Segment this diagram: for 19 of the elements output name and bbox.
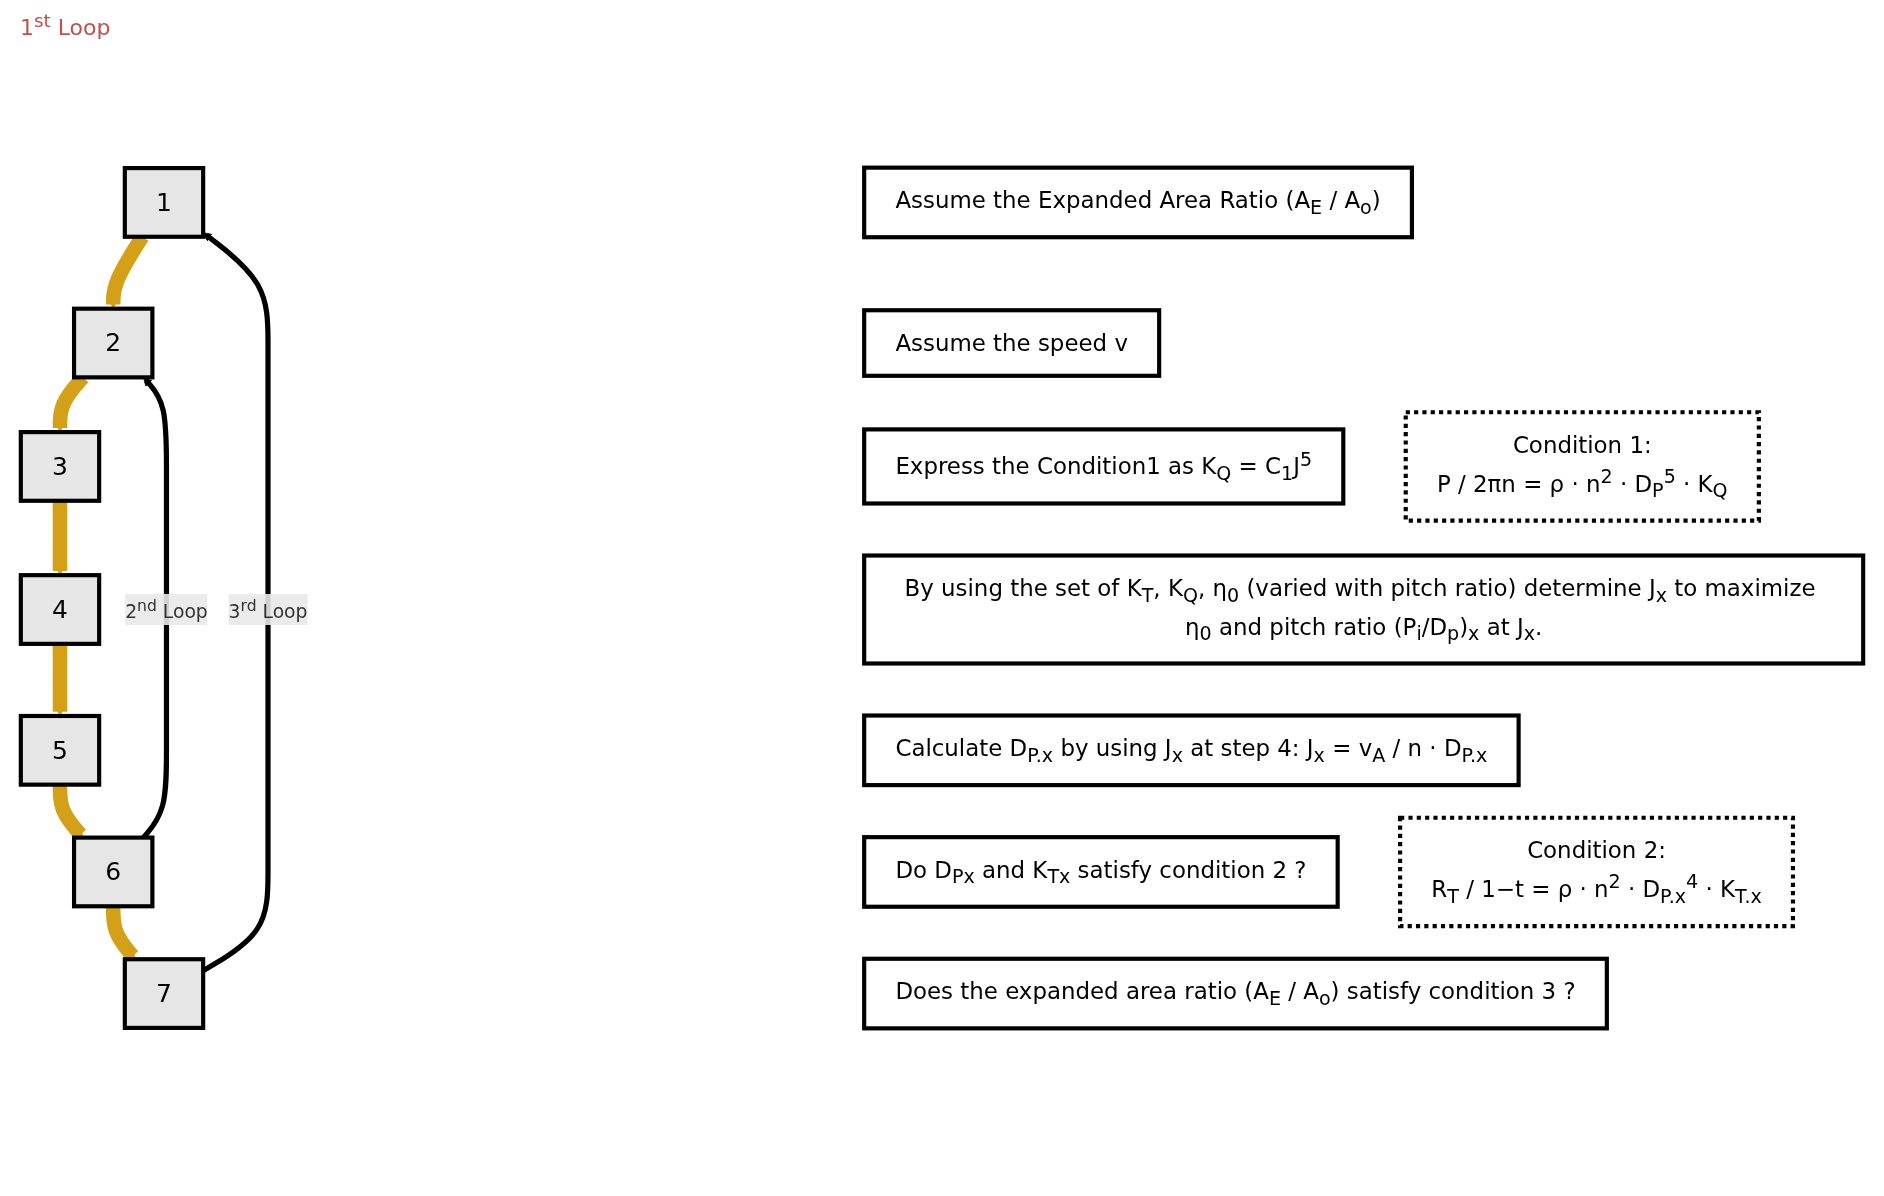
node-box: Assume the Expanded Area Ratio (A$_{E}$ / A$_{o}$) (862, 165, 1414, 240)
node-box: 2 (72, 306, 155, 380)
node-box: 3 (18, 430, 102, 503)
node-box: 7 (122, 957, 206, 1030)
node-box: By using the set of K$_{T}$, K$_{Q}$, η$_{0}$ (varied with pitch ratio) determine J$_{x}$ to maximize η$_{0}$ and pitch ratio (P$_{i}$/D$_{p}$)$_{x}$ at J$_{x}$. (862, 553, 1866, 666)
node-box: Express the Condition1 as K$_{Q}$ = C$_{1}$J$^{5}$ (862, 427, 1346, 506)
node-box: Do D$_{Px}$ and K$_{Tx}$ satisfy condition 2 ? (862, 835, 1340, 909)
node-box: 1 (122, 166, 206, 239)
node-box: 4 (18, 573, 102, 646)
node-box: 5 (18, 713, 102, 787)
node-box: Condition 2: R$_{T}$ / 1−t = ρ · n$^{2}$ · D$_{P.x}$$^{4}$ · K$_{T.x}$ (1398, 815, 1796, 929)
node-box: 6 (72, 835, 155, 909)
node-box: Does the expanded area ratio (A$_{E}$ / A$_{o}$) satisfy condition 3 ? (862, 956, 1609, 1031)
loop-label: 1$^{st}$ Loop (20, 10, 111, 41)
node-box: Condition 1: P / 2πn = ρ · n$^{2}$ · D$_{P}$$^{5}$ · K$_{Q}$ (1403, 410, 1761, 523)
edge-label: 2$^{nd}$ Loop (125, 595, 208, 622)
node-box: Assume the speed v (862, 308, 1162, 378)
edge-label: 3$^{rd}$ Loop (228, 595, 308, 622)
node-box: Calculate D$_{P.x}$ by using J$_{x}$ at step 4: J$_{x}$ = v$_{A}$ / n · D$_{P.x}$ (862, 713, 1521, 788)
